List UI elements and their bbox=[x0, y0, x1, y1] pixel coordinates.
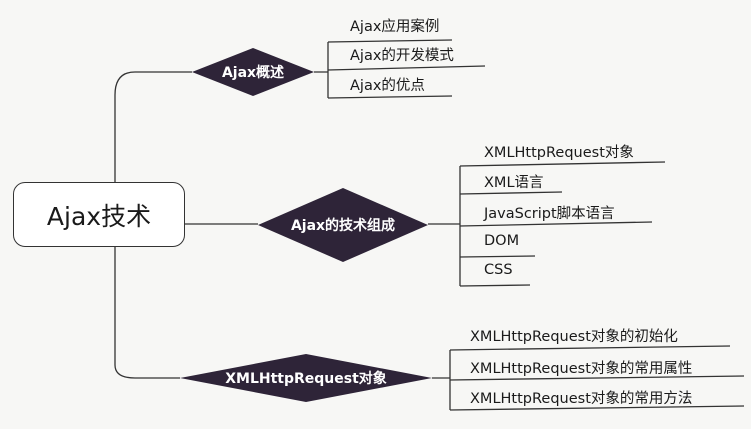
leaf-item: XMLHttpRequest对象 bbox=[484, 145, 634, 161]
root-node: Ajax技术 bbox=[13, 182, 185, 247]
diamond-shape bbox=[258, 188, 428, 262]
branch-label: XMLHttpRequest对象 bbox=[225, 371, 387, 387]
branch-node-xhr: XMLHttpRequest对象 bbox=[180, 354, 432, 402]
underline-overview-1 bbox=[327, 39, 453, 43]
root-label: Ajax技术 bbox=[46, 201, 152, 231]
branch-label: Ajax概述 bbox=[221, 65, 285, 81]
bracket-overview bbox=[314, 42, 329, 98]
leaf-item: JavaScript脚本语言 bbox=[484, 206, 615, 222]
leaf-item: XMLHttpRequest对象的常用属性 bbox=[470, 361, 693, 377]
leaf-item: Ajax的开发模式 bbox=[350, 48, 454, 64]
underline-overview-2 bbox=[327, 65, 486, 71]
branch-node-composition: Ajax的技术组成 bbox=[258, 188, 428, 262]
underline-composition-1 bbox=[459, 161, 666, 167]
leaf-item: DOM bbox=[484, 233, 520, 249]
underline-overview-3 bbox=[327, 95, 453, 99]
underline-composition-5 bbox=[459, 284, 531, 287]
underline-xhr-1 bbox=[449, 345, 731, 351]
underline-xhr-2 bbox=[449, 375, 745, 381]
trunk-to-xhr bbox=[114, 247, 180, 379]
branch-label: Ajax的技术组成 bbox=[290, 218, 396, 234]
leaf-item: XMLHttpRequest对象的常用方法 bbox=[470, 391, 693, 407]
leaf-item: Ajax的优点 bbox=[350, 78, 425, 94]
underline-composition-3 bbox=[459, 221, 653, 227]
diamond-shape bbox=[192, 48, 314, 96]
trunk-to-overview bbox=[114, 71, 192, 182]
leaf-item: CSS bbox=[484, 262, 513, 278]
leaf-item: Ajax应用案例 bbox=[350, 19, 440, 35]
diamond-shape bbox=[180, 354, 432, 402]
branch-node-overview: Ajax概述 bbox=[192, 48, 314, 96]
underline-xhr-3 bbox=[449, 405, 745, 411]
leaf-item: XMLHttpRequest对象的初始化 bbox=[470, 329, 678, 345]
underline-composition-2 bbox=[459, 191, 563, 195]
bracket-xhr bbox=[432, 350, 451, 410]
leaf-item: XML语言 bbox=[484, 175, 544, 191]
bracket-composition bbox=[428, 166, 461, 286]
underline-composition-4 bbox=[459, 255, 536, 258]
